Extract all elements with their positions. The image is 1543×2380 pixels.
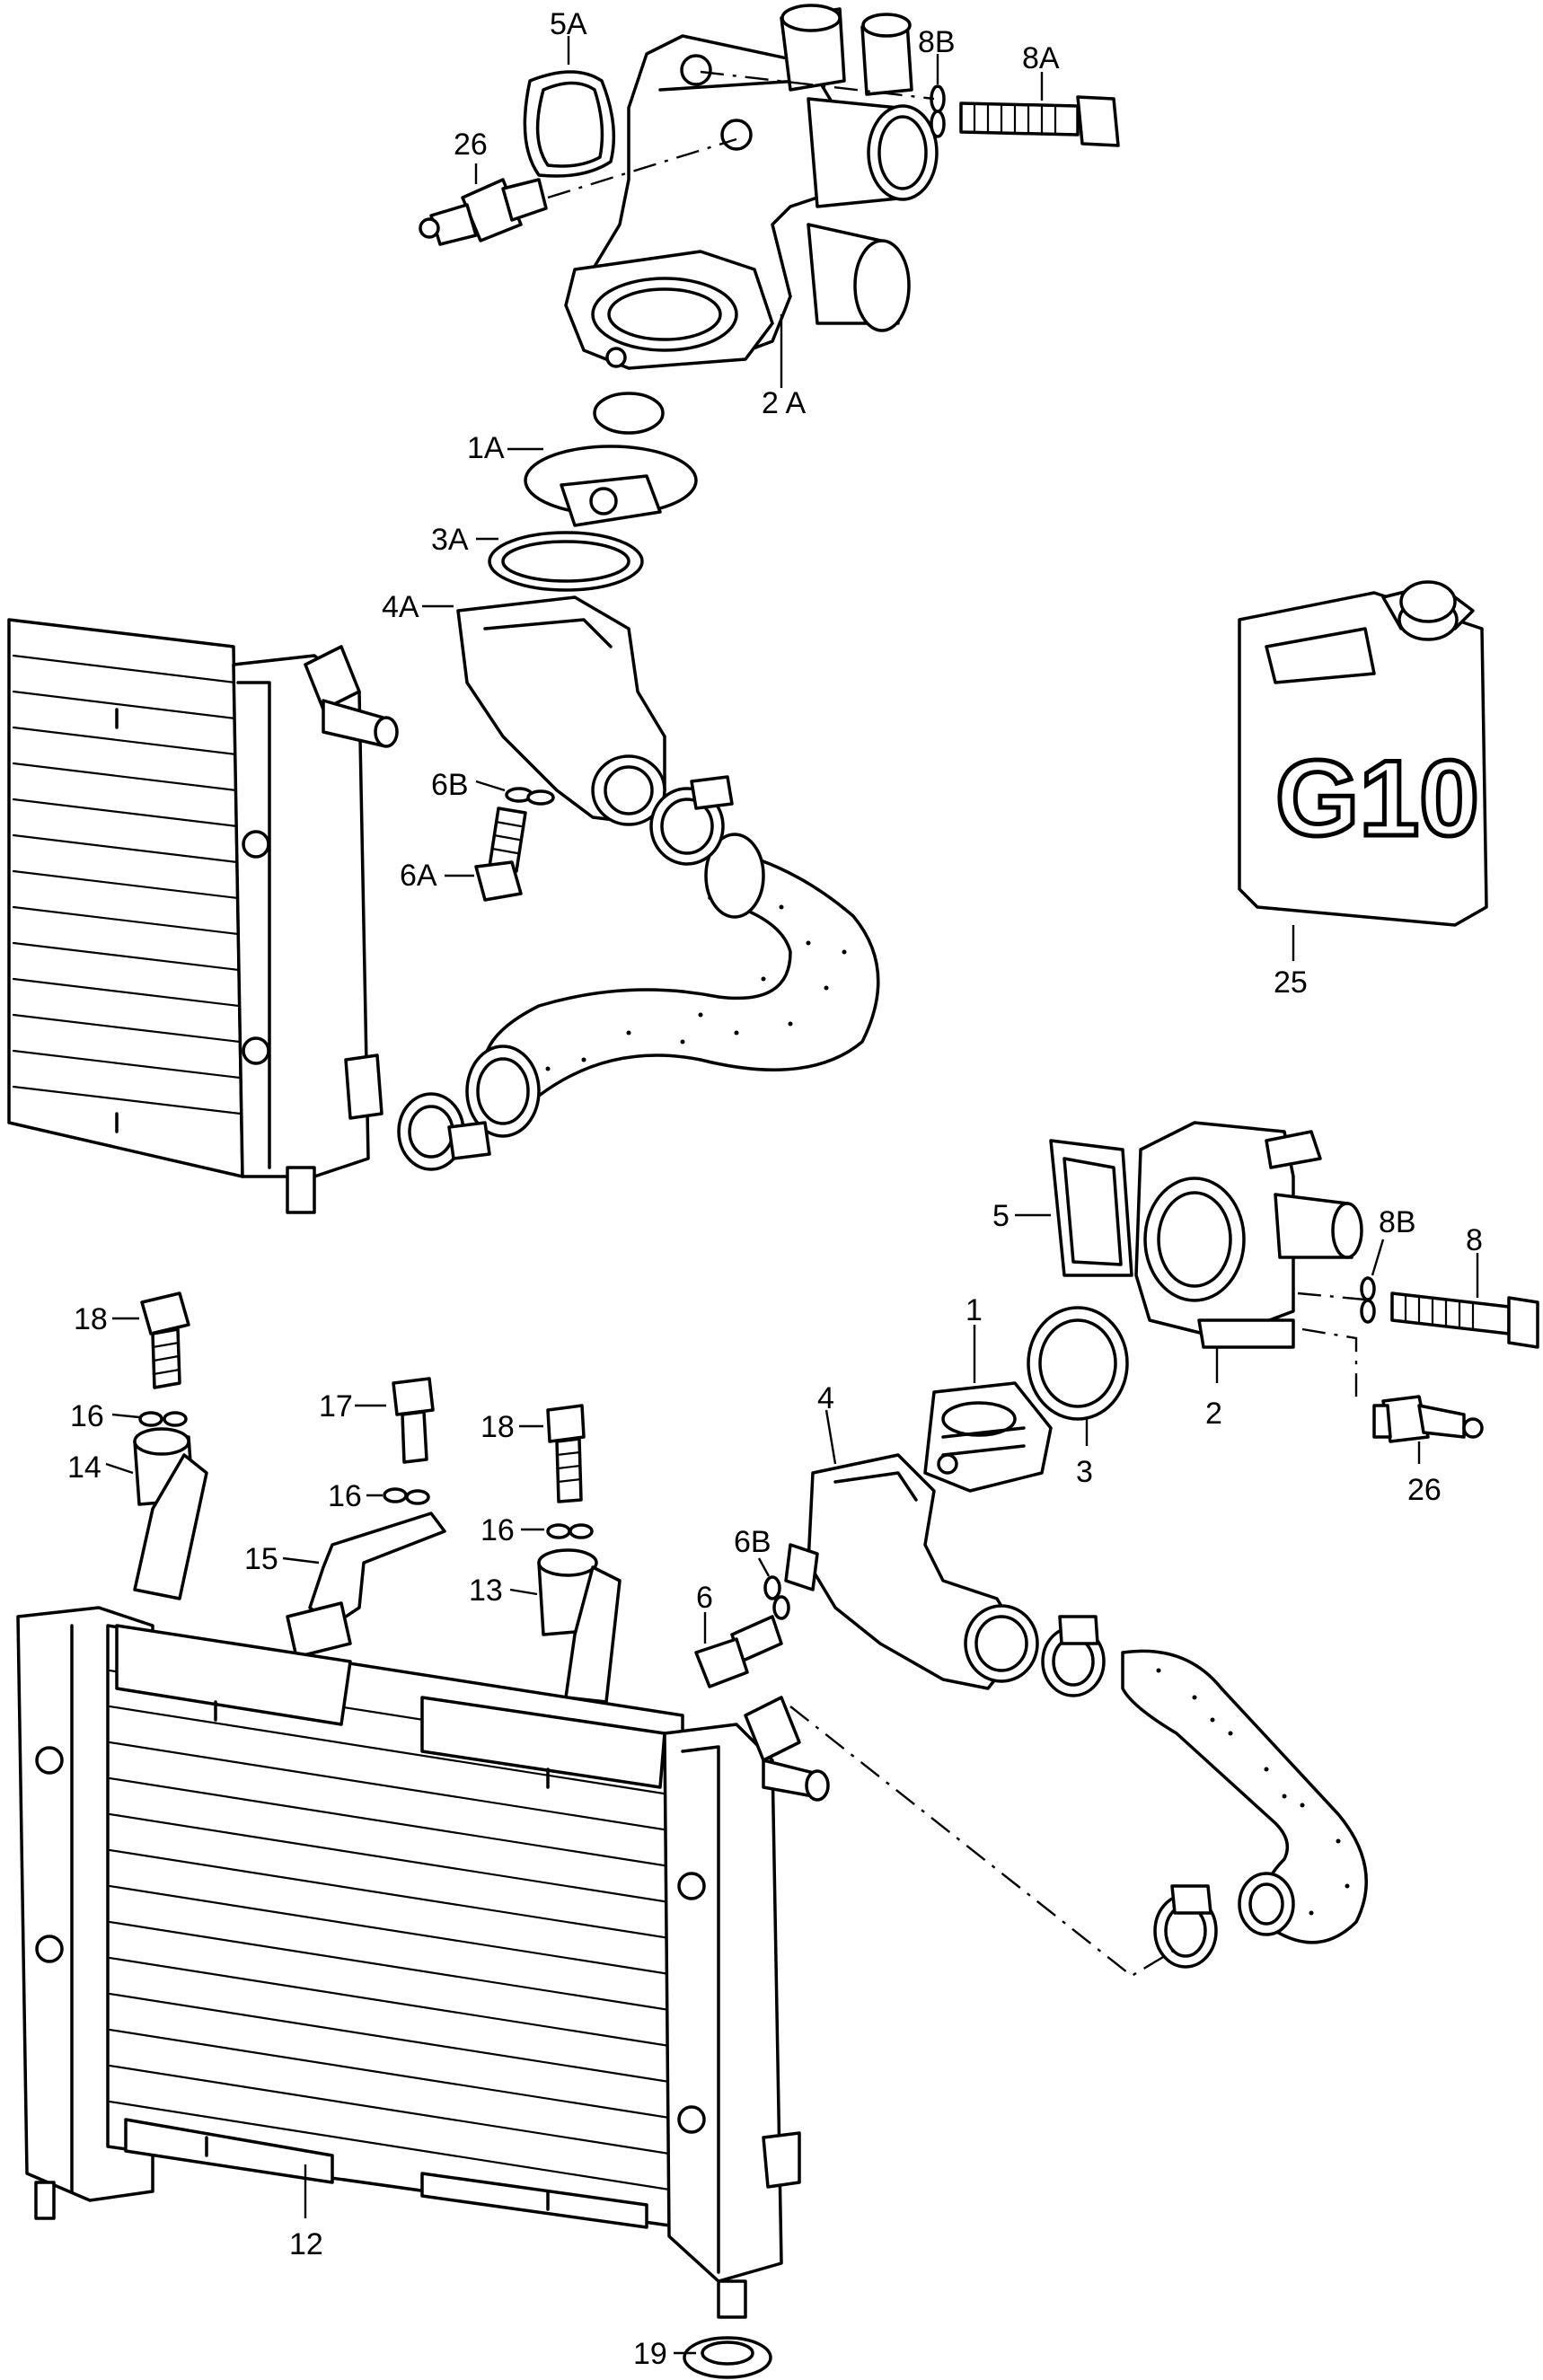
- label-6a: 6A: [400, 859, 437, 893]
- gasket-3: [1027, 1306, 1129, 1446]
- label-5: 5: [992, 1199, 1010, 1233]
- washer-6b-mid: [757, 1557, 790, 1620]
- temp-sender-26-mid: [1301, 1327, 1484, 1464]
- label-1a: 1A: [467, 431, 505, 465]
- label-16-mid: 16: [328, 1479, 362, 1513]
- label-2: 2: [1205, 1397, 1222, 1431]
- thermostat-1: [923, 1325, 1053, 1493]
- label-26-top: 26: [454, 128, 488, 162]
- label-17: 17: [319, 1389, 353, 1424]
- bolt-6: [694, 1612, 783, 1688]
- label-4a: 4A: [382, 590, 419, 624]
- label-8b-top: 8B: [918, 25, 956, 59]
- washer-6b-top: [475, 780, 555, 806]
- grommet-19: [674, 2336, 772, 2379]
- bolt-8: [1297, 1253, 1539, 1349]
- bracket-15: [282, 1512, 446, 1659]
- label-15: 15: [244, 1542, 278, 1576]
- label-12: 12: [289, 2227, 323, 2261]
- washer-16-left: [111, 1411, 188, 1427]
- label-26-mid: 26: [1407, 1473, 1442, 1507]
- coolant-elbow-4a: [422, 595, 666, 826]
- label-4: 4: [817, 1381, 834, 1415]
- label-16-left: 16: [70, 1399, 104, 1433]
- label-6b-top: 6B: [431, 768, 469, 802]
- bolt-18-right: [519, 1404, 586, 1503]
- washer-16-mid: [366, 1487, 430, 1505]
- rubber-mount-13: [509, 1548, 622, 1704]
- label-19: 19: [633, 2337, 667, 2371]
- routing-line: [789, 1706, 1177, 1978]
- coolant-container-25: G10: [1238, 580, 1488, 961]
- label-2a: 2 A: [762, 386, 806, 420]
- label-3a: 3A: [431, 523, 469, 557]
- label-5a: 5A: [550, 7, 587, 41]
- temp-sender-26-top: [419, 137, 737, 246]
- radiator-12: [16, 1606, 830, 2319]
- label-18-right: 18: [481, 1410, 515, 1444]
- label-8b-mid: 8B: [1379, 1205, 1416, 1239]
- label-6: 6: [696, 1581, 713, 1615]
- gasket-3a: [476, 531, 644, 592]
- label-25: 25: [1274, 965, 1308, 1000]
- bolt-18-left: [112, 1291, 190, 1389]
- hose-clamp-bottom-left: [397, 1092, 491, 1171]
- coolant-hose-bottom: [1121, 1649, 1368, 1944]
- bolt-17: [355, 1377, 435, 1464]
- label-18-left: 18: [74, 1302, 108, 1336]
- hose-clamp-mid-upper: [1041, 1615, 1106, 1697]
- thermostat-housing-2a: [564, 4, 939, 388]
- gasket-5a: [523, 36, 616, 178]
- coolant-elbow-4: [784, 1409, 1039, 1690]
- washer-8b-mid: [1360, 1238, 1385, 1324]
- washer-16-right: [521, 1523, 594, 1539]
- label-14: 14: [67, 1450, 101, 1485]
- label-8: 8: [1466, 1223, 1483, 1257]
- hose-clamp-mid-lower: [1153, 1884, 1218, 1969]
- label-13: 13: [469, 1573, 503, 1608]
- bolt-8a: [700, 70, 1120, 147]
- thermostat-housing-2: [1134, 1121, 1363, 1383]
- rubber-mount-14: [105, 1427, 208, 1600]
- label-3: 3: [1076, 1455, 1093, 1489]
- container-marking: G10: [1275, 738, 1479, 859]
- washer-8b-top: [930, 54, 946, 138]
- thermostat-1a: [507, 392, 698, 527]
- label-16-right: 16: [481, 1513, 515, 1547]
- label-6b-mid: 6B: [734, 1525, 772, 1559]
- coolant-hose-top: [465, 833, 880, 1138]
- gasket-5: [1015, 1139, 1133, 1277]
- radiator-top: [7, 618, 399, 1214]
- label-1: 1: [965, 1293, 983, 1327]
- label-8a: 8A: [1022, 41, 1060, 75]
- hose-clamp-top: [649, 775, 734, 866]
- bolt-6a: [445, 807, 527, 902]
